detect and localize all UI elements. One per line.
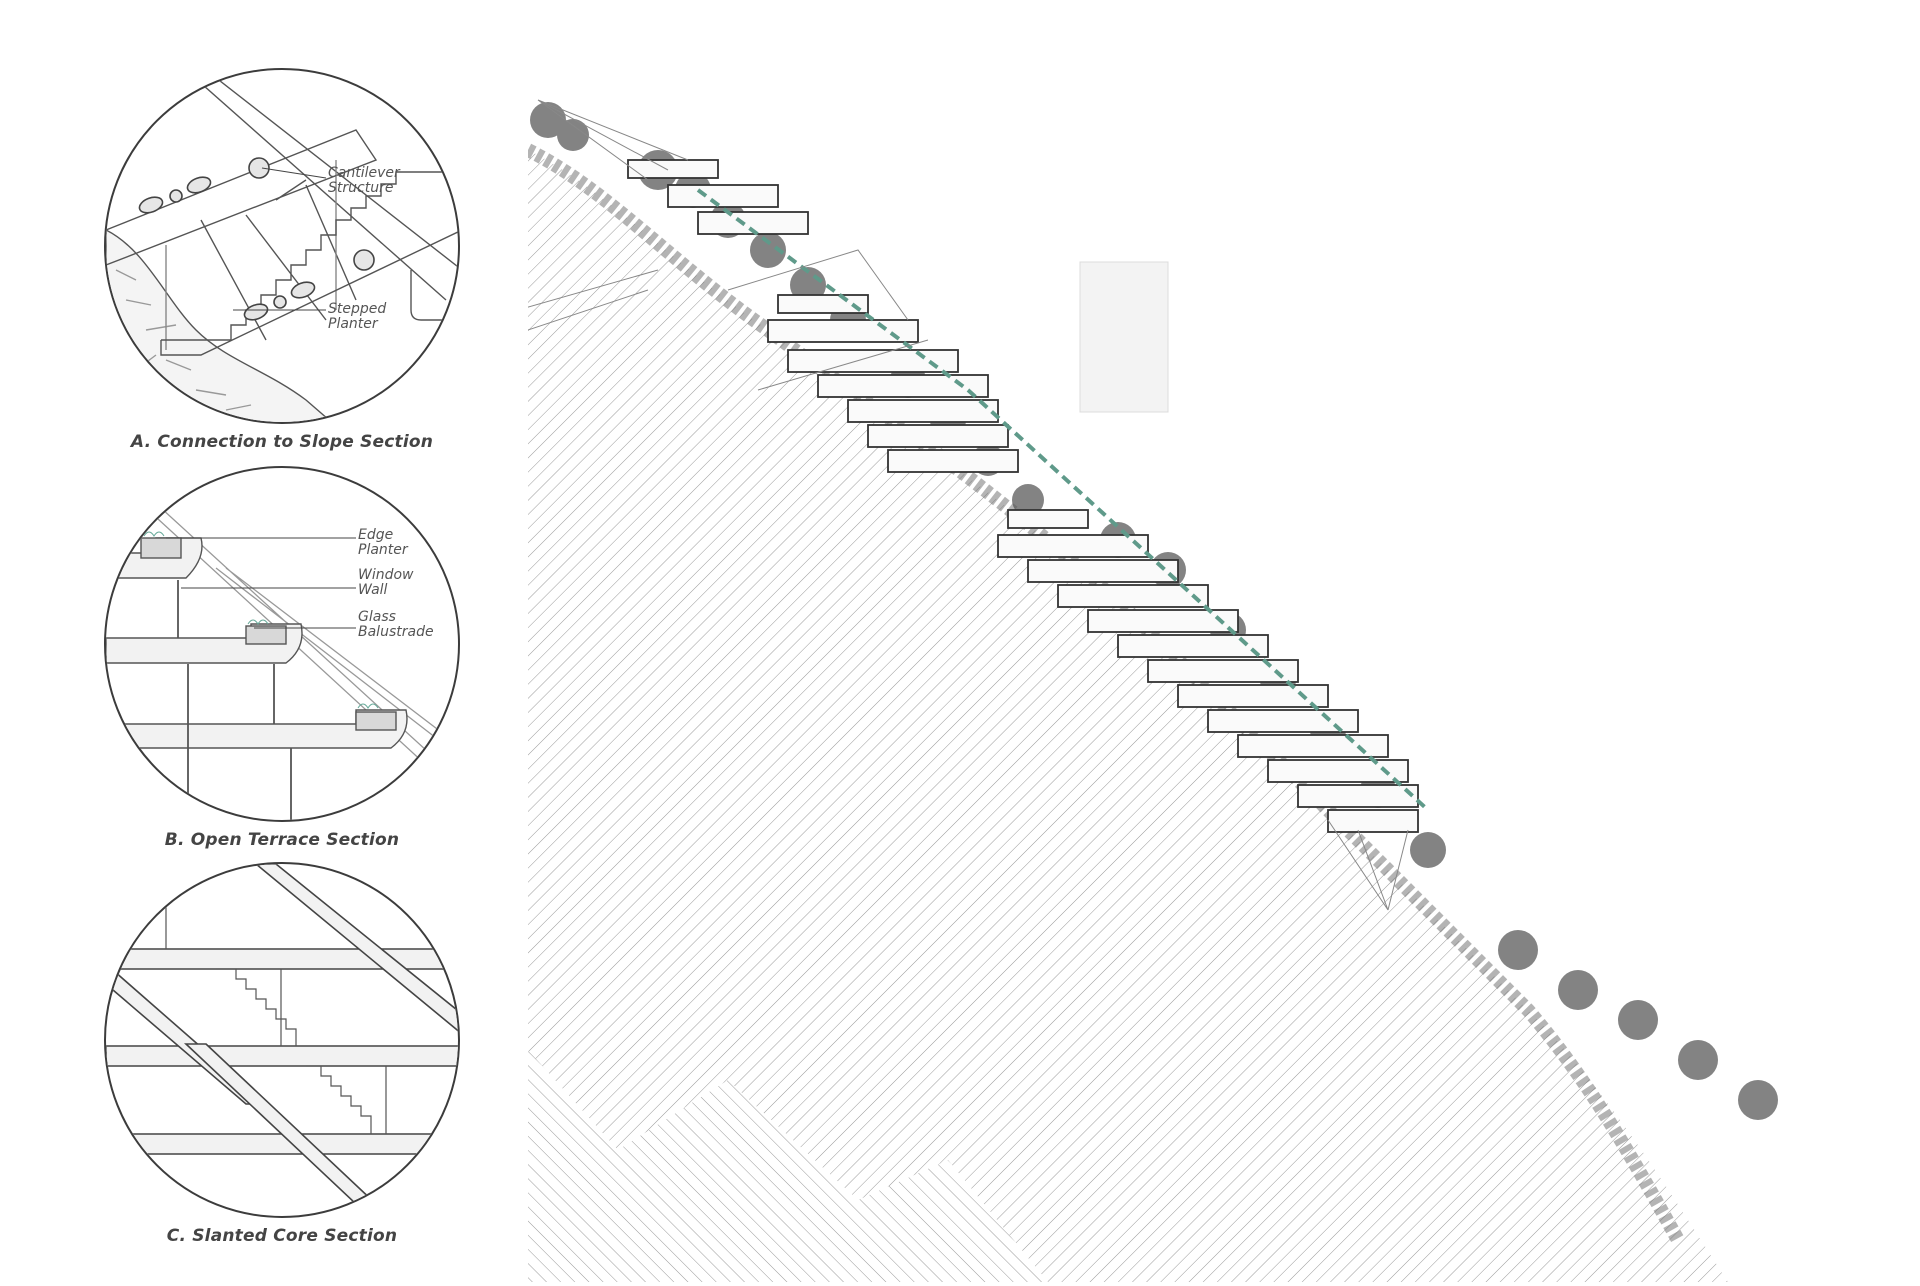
open-terrace-drawing bbox=[106, 507, 458, 820]
hillside-section-drawing bbox=[447, 99, 1778, 1282]
detail-b-caption: B. Open Terrace Section bbox=[164, 830, 400, 850]
detail-a-circle: Cantilever Structure Stepped Planter bbox=[104, 68, 460, 424]
connection-to-slope-drawing bbox=[106, 70, 458, 422]
hillside-hatching bbox=[528, 150, 1728, 1282]
detail-b: Edge Planter Window Wall Glass Balustrad… bbox=[104, 466, 460, 850]
background-tower bbox=[1079, 261, 1169, 413]
callout-cantilever-structure: Cantilever Structure bbox=[328, 165, 400, 196]
callout-edge-planter: Edge Planter bbox=[358, 527, 408, 558]
main-building-section bbox=[447, 90, 1920, 1282]
detail-c-circle bbox=[104, 862, 460, 1218]
callout-window-wall: Window Wall bbox=[358, 567, 414, 598]
slanted-core-drawing bbox=[106, 864, 458, 1205]
callout-stepped-planter: Stepped Planter bbox=[328, 301, 387, 332]
detail-c: C. Slanted Core Section bbox=[104, 862, 460, 1246]
detail-a: Cantilever Structure Stepped Planter A. … bbox=[104, 68, 460, 452]
callout-glass-balustrade: Glass Balustrade bbox=[358, 609, 434, 640]
detail-a-caption: A. Connection to Slope Section bbox=[130, 432, 434, 452]
detail-b-circle: Edge Planter Window Wall Glass Balustrad… bbox=[104, 466, 460, 822]
detail-c-caption: C. Slanted Core Section bbox=[166, 1226, 398, 1246]
